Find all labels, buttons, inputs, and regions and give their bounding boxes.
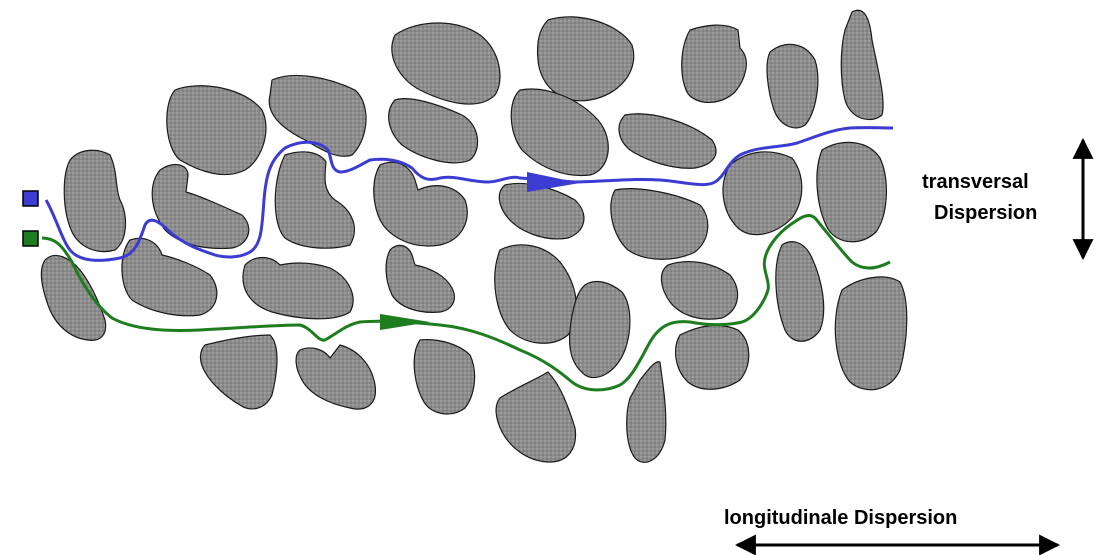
transversal-label-line1: transversal xyxy=(922,170,1029,194)
grain xyxy=(275,152,354,248)
green-flow-arrow xyxy=(380,314,430,330)
grain xyxy=(682,25,747,102)
grain xyxy=(200,335,277,409)
grain xyxy=(841,10,883,119)
grain xyxy=(152,165,249,249)
grain xyxy=(389,99,478,163)
grain xyxy=(495,245,577,343)
grain xyxy=(835,277,906,390)
grain xyxy=(817,142,886,241)
green-source-square xyxy=(23,231,38,246)
grain xyxy=(570,281,630,377)
blue-source-square xyxy=(23,191,38,206)
grain xyxy=(661,262,737,320)
grain xyxy=(619,114,716,168)
transversal-label-line2: Dispersion xyxy=(934,201,1037,225)
grain xyxy=(414,340,474,414)
grain xyxy=(496,372,575,462)
grain xyxy=(386,245,454,312)
grain xyxy=(296,345,375,409)
grain xyxy=(627,362,666,463)
grain xyxy=(243,258,353,319)
grain xyxy=(537,17,633,101)
grain xyxy=(392,23,500,104)
grain xyxy=(676,325,749,389)
grain xyxy=(611,189,708,260)
grain xyxy=(64,150,125,251)
grain xyxy=(767,44,818,127)
grain xyxy=(167,86,266,175)
grain xyxy=(776,242,824,342)
grain xyxy=(723,152,802,235)
grain xyxy=(511,89,608,175)
longitudinal-label: longitudinale Dispersion xyxy=(724,506,957,530)
grain xyxy=(499,183,584,238)
